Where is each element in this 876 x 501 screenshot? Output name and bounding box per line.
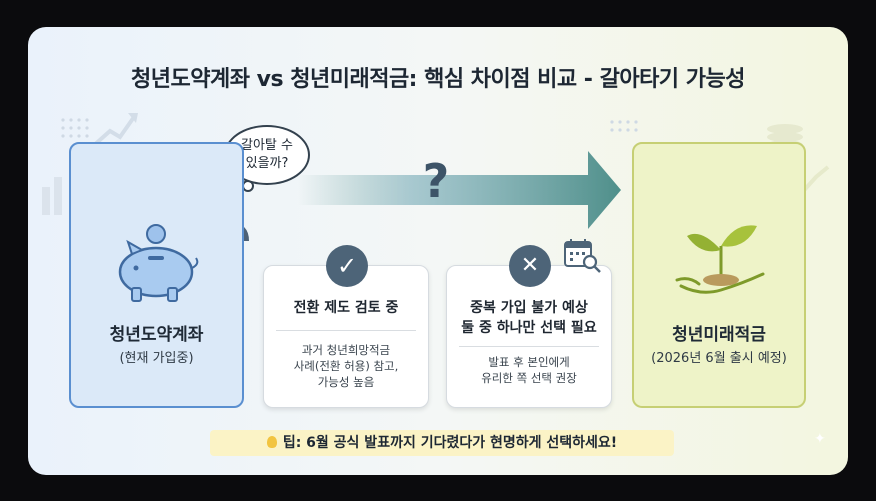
review-card-line-3: 가능성 높음 [317, 375, 375, 389]
duplicate-card-divider [459, 346, 599, 347]
future-savings-launch: (2026년 6월 출시 예정) [651, 351, 787, 366]
calendar-search-icon [564, 239, 601, 273]
transition-arrow [298, 151, 621, 229]
tip-banner: 팁: 6월 공식 발표까지 기다렸다가 현명하게 선택하세요! [210, 430, 674, 456]
sprout-hand-icon [675, 225, 765, 294]
future-savings-box: 청년미래적금 (2026년 6월 출시 예정) [632, 142, 806, 408]
duplicate-card-title: 중복 가입 불가 예상 둘 중 하나만 선택 필요 [453, 298, 605, 338]
review-card-divider [276, 330, 416, 331]
duplicate-card-line-2: 유리한 쪽 선택 권장 [481, 371, 577, 385]
review-card-title: 전환 제도 검토 중 [293, 300, 399, 316]
current-account-name: 청년도약계좌 [109, 325, 204, 345]
question-icon: ? [422, 154, 450, 208]
duplicate-card-body: 발표 후 본인에게 유리한 쪽 선택 권장 [455, 354, 603, 386]
x-icon: ✕ [509, 245, 551, 287]
sparkle-icon: ✦ [814, 431, 826, 447]
lightbulb-icon [266, 436, 277, 448]
review-card-line-2: 사례(전환 허용) 참고, [293, 359, 399, 373]
duplicate-card-title-line-2: 둘 중 하나만 선택 필요 [461, 320, 597, 336]
infographic-card: 청년도약계좌 vs 청년미래적금: 핵심 차이점 비교 - 갈아타기 가능성 ?… [28, 27, 848, 475]
current-account-box: 청년도약계좌 (현재 가입중) [69, 142, 244, 408]
page-title: 청년도약계좌 vs 청년미래적금: 핵심 차이점 비교 - 갈아타기 가능성 [131, 67, 745, 92]
review-card-body: 과거 청년희망적금 사례(전환 허용) 참고, 가능성 높음 [272, 342, 420, 390]
duplicate-card-line-1: 발표 후 본인에게 [488, 355, 570, 369]
current-account-status: (현재 가입중) [119, 351, 194, 366]
piggy-bank-icon [118, 224, 199, 302]
review-card-line-1: 과거 청년희망적금 [301, 343, 391, 357]
thought-line-1: 갈아탈 수 [241, 138, 293, 153]
thought-line-2: 있을까? [245, 156, 289, 171]
review-card: ✓ 전환 제도 검토 중 과거 청년희망적금 사례(전환 허용) 참고, 가능성… [263, 245, 429, 408]
duplicate-card-title-line-1: 중복 가입 불가 예상 [470, 300, 588, 316]
check-icon: ✓ [326, 245, 368, 287]
future-savings-name: 청년미래적금 [672, 325, 766, 345]
duplicate-card: ✕ 중복 가입 불가 예상 둘 중 하나만 선택 필요 발표 후 본인에게 유리… [446, 239, 612, 408]
tip-text: 팁: 6월 공식 발표까지 기다렸다가 현명하게 선택하세요! [282, 435, 618, 451]
